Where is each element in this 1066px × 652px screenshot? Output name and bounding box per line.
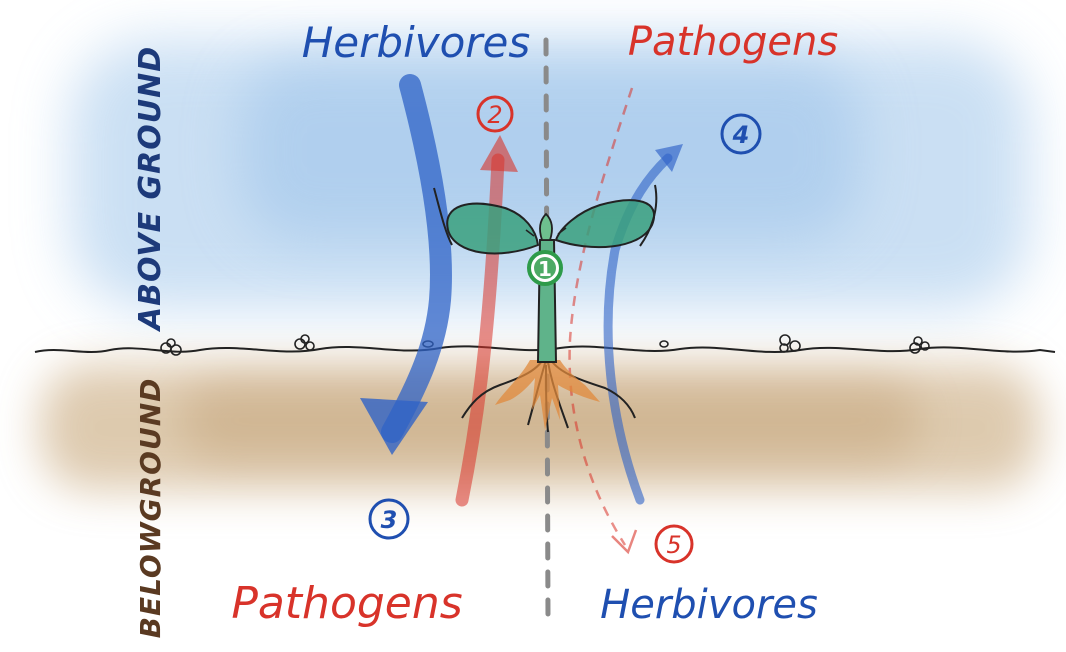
marker-5-label: 5: [666, 531, 681, 559]
marker-3: 3: [370, 500, 408, 538]
label-pathogens-top: Pathogens: [628, 19, 838, 65]
marker-3-label: 3: [381, 506, 398, 534]
marker-2-label: 2: [487, 101, 502, 129]
label-herbivores-bottom: Herbivores: [600, 582, 818, 628]
label-herbivores-top: Herbivores: [302, 18, 531, 67]
marker-1-label: 1: [538, 257, 552, 281]
marker-1: 1: [529, 252, 561, 284]
label-pathogens-bottom: Pathogens: [231, 578, 462, 629]
label-below-ground: BELOWGROUND: [134, 378, 167, 639]
label-above-ground: ABOVE GROUND: [133, 46, 168, 332]
marker-4-label: 4: [732, 121, 750, 149]
marker-5: 5: [656, 526, 692, 562]
